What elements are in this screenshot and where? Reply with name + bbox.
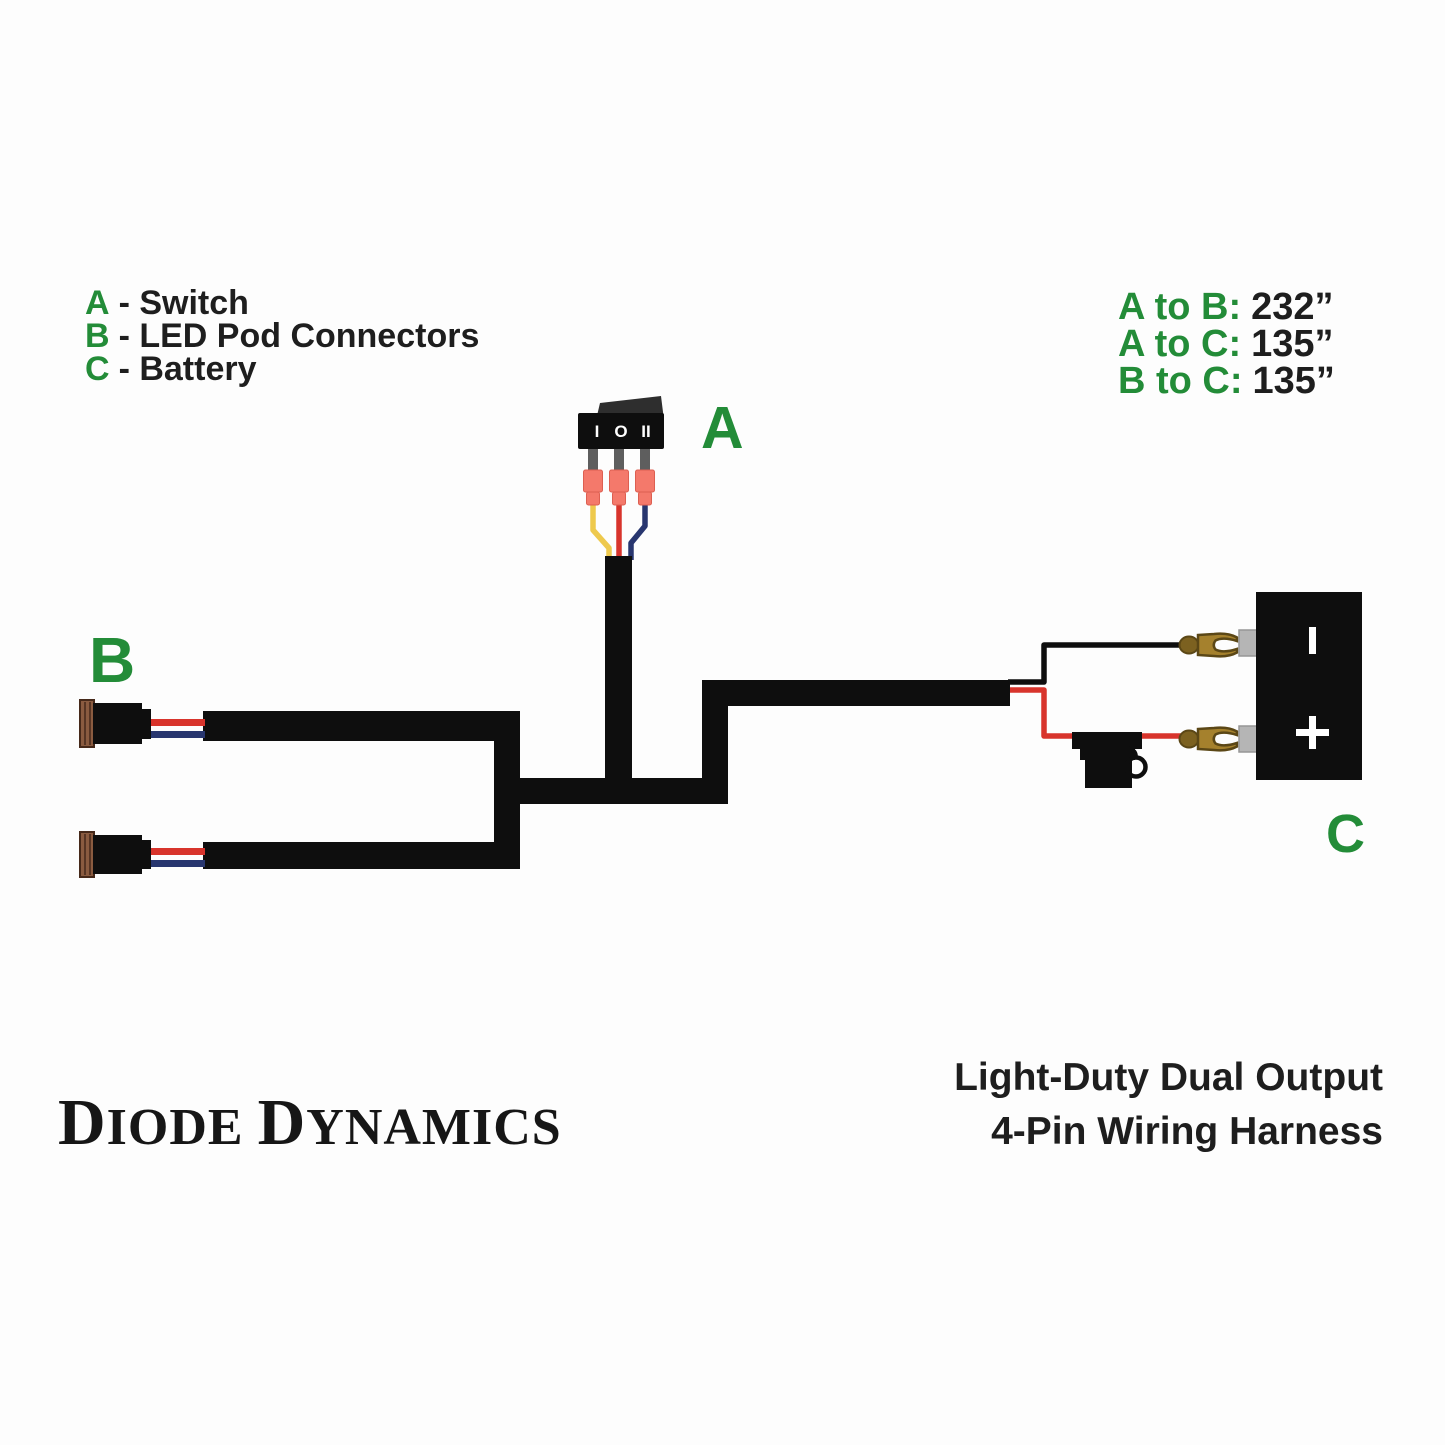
fork-terminal-negative <box>1178 632 1239 658</box>
logo-initial: D <box>58 1086 107 1159</box>
harness-switch-trunk <box>605 556 632 804</box>
led-pod-connector-2 <box>79 831 205 878</box>
pod1-blue-wire <box>150 731 205 738</box>
switch-position-label-o: O <box>614 422 627 441</box>
fuse-holder-flange <box>1072 732 1142 749</box>
battery-terminal-tab-positive <box>1238 725 1259 753</box>
harness-sleeving <box>203 556 1010 869</box>
legend-item: A- Switch <box>85 284 479 322</box>
legend: A- Switch B- LED Pod Connectors C- Batte… <box>85 284 480 388</box>
battery-body <box>1256 592 1362 780</box>
distance-item: A to B:232” <box>1118 286 1335 328</box>
battery-positive-wire <box>1008 687 1186 739</box>
crimp-bell <box>609 469 629 493</box>
switch-position-label-ii: II <box>641 422 650 441</box>
distance-item: A to C:135” <box>1118 323 1335 365</box>
legend-label: - Switch <box>118 284 249 322</box>
pod1-red-wire <box>150 719 205 726</box>
pod1-connector-cap <box>79 699 95 748</box>
logo-word: YNAMICS <box>306 1099 562 1156</box>
distance-item: B to C:135” <box>1118 360 1335 402</box>
legend-letter: A <box>85 284 110 322</box>
fork-prongs <box>1196 632 1239 658</box>
distance-pair: A to B: <box>1118 286 1242 328</box>
pod2-connector-step <box>142 840 151 869</box>
label-pods-b: B <box>89 624 136 696</box>
pod2-connector-cap <box>79 831 95 878</box>
fork-barrel <box>1178 729 1200 749</box>
distance-pair: A to C: <box>1118 323 1242 365</box>
harness-title-line1: Light-Duty Dual Output <box>954 1056 1383 1099</box>
fork-barrel <box>1178 635 1200 655</box>
crimp-barrel <box>612 491 626 506</box>
legend-letter: B <box>85 317 110 355</box>
harness-title: Light-Duty Dual Output 4-Pin Wiring Harn… <box>954 1051 1383 1159</box>
pod2-red-wire <box>150 848 205 855</box>
battery-minus-mark <box>1309 627 1316 654</box>
switch-pin-2 <box>614 447 624 471</box>
crimp-bell <box>635 469 655 493</box>
pod2-blue-wire <box>150 860 205 867</box>
harness-top-left-run <box>203 711 518 741</box>
distance-pair: B to C: <box>1118 360 1243 402</box>
legend-label: - LED Pod Connectors <box>118 317 480 355</box>
crimp-bell <box>583 469 603 493</box>
harness-right-run <box>702 680 1010 706</box>
rocker-switch: I O II <box>578 396 664 506</box>
battery <box>1238 592 1362 780</box>
fuse-holder <box>1072 732 1148 788</box>
battery-terminal-tab-negative <box>1238 629 1259 657</box>
distance-value: 135” <box>1251 323 1334 365</box>
harness-bottom-left-run <box>203 842 518 869</box>
battery-negative-wire <box>1008 642 1186 685</box>
fuse-holder-body <box>1085 760 1132 788</box>
crimp-barrel <box>586 491 600 506</box>
switch-position-label-i: I <box>595 422 600 441</box>
distance-value: 232” <box>1251 286 1334 328</box>
legend-letter: C <box>85 350 110 388</box>
led-pod-connector-1 <box>79 699 205 748</box>
distance-list: A to B:232” A to C:135” B to C:135” <box>1118 286 1335 402</box>
legend-label: - Battery <box>118 350 257 388</box>
crimp-connector-1 <box>583 469 603 506</box>
switch-pin-3 <box>640 447 650 471</box>
switch-wire-yellow <box>590 500 612 560</box>
crimp-barrel <box>638 491 652 506</box>
fork-terminal-positive <box>1178 726 1239 752</box>
switch-wire-blue <box>628 500 648 560</box>
logo-initial: D <box>257 1086 307 1159</box>
pod1-connector-body <box>93 703 142 744</box>
legend-item: B- LED Pod Connectors <box>85 317 480 355</box>
crimp-connector-3 <box>635 469 655 506</box>
label-switch-a: A <box>701 395 744 461</box>
switch-pin-1 <box>588 447 598 471</box>
harness-title-line2: 4-Pin Wiring Harness <box>991 1110 1383 1153</box>
logo-word: IODE <box>106 1099 244 1156</box>
fuse-pull-ring <box>1124 755 1148 779</box>
pod2-connector-body <box>93 835 142 874</box>
battery-plus-mark <box>1296 716 1329 749</box>
crimp-connector-2 <box>609 469 629 506</box>
distance-value: 135” <box>1252 360 1335 402</box>
fork-prongs <box>1196 726 1239 752</box>
pod1-connector-step <box>142 709 151 739</box>
battery-plus-vertical <box>1309 716 1316 749</box>
label-battery-c: C <box>1326 804 1365 864</box>
switch-body <box>578 413 664 449</box>
legend-item: C- Battery <box>85 350 479 388</box>
fuse-holder-mid <box>1080 749 1135 760</box>
